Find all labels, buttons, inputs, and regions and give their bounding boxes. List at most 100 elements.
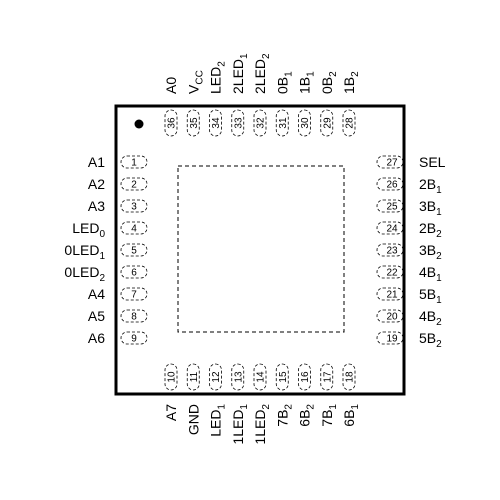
pin-pad-outline [376,177,404,191]
pin-pad-outline [120,265,148,279]
pin-pad-outline [376,331,404,345]
pin-label-part: 2B [419,176,436,192]
pin-number: 10 [167,371,178,383]
pin-bottom-16: 16 6B2 [297,363,317,427]
pin-label-part: 1LED [252,410,268,445]
pin-label-bottom-2: GND [185,404,201,435]
pin-number: 32 [256,117,267,129]
pin-label-right-4: 2B2 [419,220,442,240]
pin-label-part: 7B [274,410,290,427]
pin-label-part: 0LED [64,242,99,258]
pin-pad-outline [342,363,356,391]
pin-label-bottom-4: 1LED1 [230,404,250,445]
pin-right-26: 26 2B1 [376,176,442,196]
pin-label-left-1: A1 [88,154,105,170]
pin-label-part: 2 [350,71,361,77]
pin-number: 27 [386,158,398,169]
pin-number: 31 [278,117,289,129]
pin-label-part: 1 [328,404,339,410]
pin-label-part: A4 [88,286,105,302]
pin-pad-outline [253,109,267,137]
pin-label-part: 1 [436,295,442,306]
pin-label-right-7: 5B1 [419,286,442,306]
pin-number: 23 [386,246,398,257]
pin-label-left-2: A2 [88,176,105,192]
pin-pad-outline [164,363,178,391]
pin-pad-outline [298,109,311,137]
pin1-marker-dot [134,119,144,129]
pin-label-part: A0 [163,77,179,94]
pin-pad-outline [186,109,200,137]
pin-label-part: 3B [419,198,436,214]
pin-label-part: 6B [297,410,313,427]
pin-label-top-8: 0B2 [319,71,339,94]
pin-label-bottom-5: 1LED2 [252,404,272,445]
pin-number: 9 [131,334,137,345]
pin-label-part: 5B [419,286,436,302]
pin-label-right-3: 3B1 [419,198,442,218]
pin-number: 17 [322,371,333,383]
pin-number: 30 [300,117,311,129]
pin-number: 18 [345,371,356,383]
pin-pad-outline [120,199,148,213]
pin-label-part: 1 [306,71,317,77]
pin-number: 2 [131,180,137,191]
pin-label-left-4: LED0 [72,220,105,240]
exposed-thermal-pad [177,165,345,333]
pin-label-part: 0B [319,77,335,94]
pin-label-part: 1 [436,207,442,218]
pin-pad-outline [120,177,148,191]
pin-label-right-2: 2B1 [419,176,442,196]
pin-left-1: 1A1 [88,154,148,170]
pin-label-part: 2 [217,61,228,67]
pin-bottom-15: 15 7B2 [274,363,294,427]
pin-pad-outline [376,199,404,213]
pin-label-left-3: A3 [88,198,105,214]
pin-pad-outline [275,363,289,391]
pin-label-part: 2 [436,339,442,350]
pin-number: 36 [167,117,178,129]
pin-number: 15 [278,371,289,383]
pin-pad-outline [342,109,356,137]
pin-label-bottom-6: 7B2 [274,404,294,427]
pin-label-part: 2 [261,53,272,59]
pin-left-9: 9 A6 [88,330,148,346]
pin-number: 20 [386,312,398,323]
pin-number: 24 [386,224,398,235]
pin-number: 3 [131,202,137,213]
pin-label-part: A6 [88,330,105,346]
pin-number: 16 [300,371,311,383]
pin-pad-outline [376,221,404,235]
pin-number: 22 [386,268,398,279]
pin-pad-outline [120,155,148,169]
pin-pad-outline [120,331,148,345]
pin-pad-outline [186,363,200,391]
pin-label-right-9: 5B2 [419,330,442,350]
pin-pad-outline [376,155,404,169]
pin-number: 33 [233,117,244,129]
pin-pad-outline [320,109,334,137]
pin-left-3: 3 A3 [88,198,148,214]
pin-pad-outline [231,109,245,137]
pin-pad-outline [376,265,404,279]
pin-number: 19 [386,334,398,345]
pin-number: 26 [386,180,398,191]
pin-pad-outline [253,363,267,391]
pin-label-part: 5B [419,330,436,346]
pin-pad-outline [120,243,148,257]
pin-label-part: 2 [328,71,339,77]
pin-label-bottom-7: 6B2 [297,404,317,427]
